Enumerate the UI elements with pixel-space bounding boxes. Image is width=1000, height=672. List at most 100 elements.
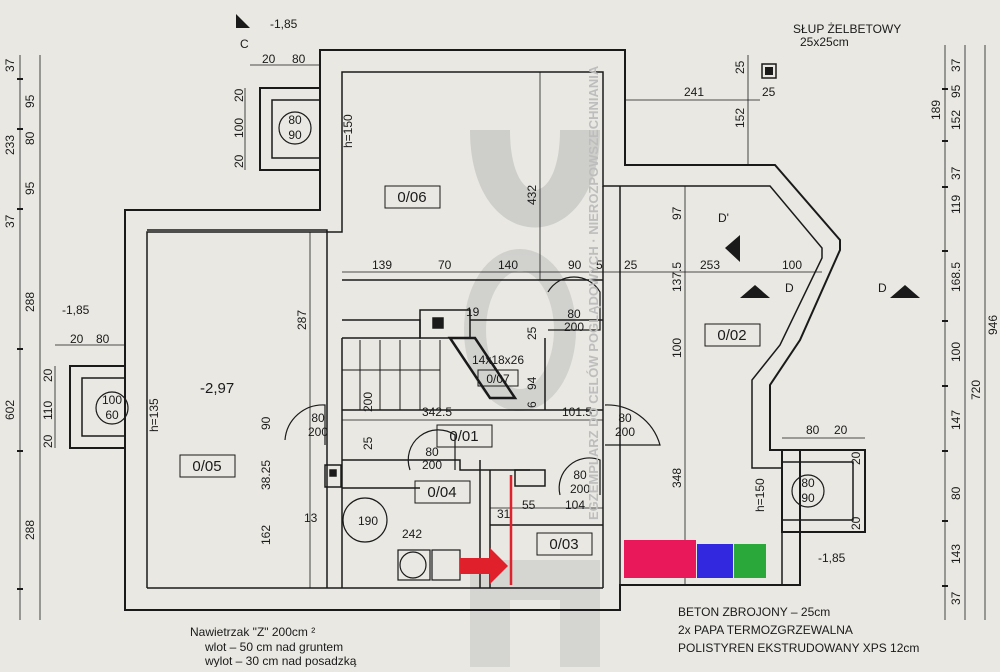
right-dim-1: 37: [949, 58, 963, 72]
vent-note-inlet: wlot – 50 cm nad gruntem: [204, 640, 343, 654]
well-right-depth: 90: [801, 491, 815, 505]
section-markers: [236, 14, 920, 298]
left-dim-6: 288: [23, 292, 37, 312]
right-dim-9: 80: [949, 486, 963, 500]
svg-text:20: 20: [232, 88, 246, 102]
room-label-0-04: 0/04: [427, 484, 456, 501]
left-dimension-chain: 37 95 80 95 37 288 602 288 233: [3, 58, 37, 540]
right-dim-11: 37: [949, 591, 963, 605]
door-5-height: 200: [570, 482, 590, 496]
inner-walls: [147, 229, 603, 588]
room-label-0-07: 0/07: [486, 372, 510, 386]
room-label-0-02: 0/02: [717, 327, 746, 344]
well-left-depth: 60: [105, 408, 119, 422]
height-right: h=150: [753, 478, 767, 512]
svg-text:19: 19: [466, 305, 480, 319]
round-item-190: 190: [358, 514, 378, 528]
svg-text:80: 80: [806, 423, 820, 437]
svg-text:100: 100: [670, 338, 684, 358]
legend-line-1: BETON ZBROJONY – 25cm: [678, 605, 830, 619]
svg-text:25: 25: [361, 436, 375, 450]
svg-text:253: 253: [700, 258, 720, 272]
red-arrow-marker: [460, 475, 513, 585]
legend-line-2: 2x PAPA TERMOZGRZEWALNA: [678, 623, 853, 637]
height-top: h=150: [341, 114, 355, 148]
legend-swatch-insulation: [734, 544, 766, 578]
svg-text:20: 20: [849, 516, 863, 530]
svg-text:94: 94: [525, 376, 539, 390]
door-3-width: 80: [618, 411, 632, 425]
svg-text:70: 70: [438, 258, 452, 272]
legend-line-3: POLISTYREN EKSTRUDOWANY XPS 12cm: [678, 641, 919, 655]
right-dim-4: 37: [949, 166, 963, 180]
room-label-0-01: 0/01: [449, 428, 478, 445]
svg-text:100: 100: [782, 258, 802, 272]
svg-text:104: 104: [565, 498, 585, 512]
room-label-0-06: 0/06: [397, 189, 426, 206]
height-left: h=135: [147, 398, 161, 432]
window-wells: [69, 87, 866, 533]
svg-text:25: 25: [624, 258, 638, 272]
left-dim-4: 95: [23, 181, 37, 195]
level-right: -1,85: [818, 551, 846, 565]
svg-text:25: 25: [762, 85, 776, 99]
left-dim-8: 288: [23, 520, 37, 540]
column-symbol: [761, 63, 777, 79]
svg-text:152: 152: [733, 108, 747, 128]
door-4-width: 80: [425, 445, 439, 459]
svg-text:13: 13: [304, 511, 318, 525]
section-d-label-right: D: [878, 281, 887, 295]
svg-text:97: 97: [670, 206, 684, 220]
dimension-lines: [19, 45, 986, 620]
column-note-size: 25x25cm: [800, 35, 849, 49]
door-4-height: 200: [422, 458, 442, 472]
section-d-label-left: D: [785, 281, 794, 295]
svg-text:31: 31: [497, 507, 511, 521]
svg-text:20: 20: [834, 423, 848, 437]
door-3-height: 200: [615, 425, 635, 439]
svg-text:90: 90: [568, 258, 582, 272]
room-label-0-05: 0/05: [192, 458, 221, 475]
svg-text:90: 90: [259, 416, 273, 430]
vent-note-outlet: wylot – 30 cm nad posadzką: [204, 654, 357, 667]
right-dim-5: 119: [949, 195, 963, 214]
right-dim-3: 152: [949, 110, 963, 130]
staircase: [342, 336, 518, 410]
svg-text:139: 139: [372, 258, 392, 272]
svg-text:200: 200: [361, 392, 375, 412]
door-1-height: 200: [564, 320, 584, 334]
well-top-depth: 90: [288, 128, 302, 142]
left-dim-7: 602: [3, 400, 17, 420]
svg-text:25: 25: [525, 326, 539, 340]
right-dim-7: 100: [949, 342, 963, 362]
svg-text:5: 5: [596, 258, 603, 272]
watermark: [464, 130, 600, 667]
svg-text:110: 110: [41, 401, 55, 420]
svg-text:287: 287: [295, 310, 309, 330]
svg-text:38.25: 38.25: [259, 460, 273, 490]
vent-note-title: Nawietrzak "Z" 200cm ²: [190, 625, 315, 639]
section-c-label: C: [240, 37, 249, 51]
section-d-marker-right: [890, 285, 920, 298]
svg-text:20: 20: [232, 154, 246, 168]
door-2-width: 80: [311, 411, 325, 425]
svg-text:432: 432: [525, 185, 539, 205]
door-2-height: 200: [308, 425, 328, 439]
level-left: -1,85: [62, 303, 90, 317]
svg-text:20: 20: [41, 368, 55, 382]
right-dim-6: 168.5: [949, 262, 963, 292]
svg-text:140: 140: [498, 258, 518, 272]
svg-text:100: 100: [232, 118, 246, 138]
svg-text:25: 25: [733, 60, 747, 74]
right-dim-8: 147: [949, 410, 963, 430]
svg-text:348: 348: [670, 468, 684, 488]
left-dim-total: 233: [3, 135, 17, 155]
round-item-242: 242: [402, 527, 422, 541]
right-outer-3: 946: [986, 315, 1000, 335]
door-arcs: [284, 276, 661, 581]
level-top: -1,85: [270, 17, 298, 31]
section-d-marker-left: [740, 285, 770, 298]
svg-text:80: 80: [96, 332, 110, 346]
